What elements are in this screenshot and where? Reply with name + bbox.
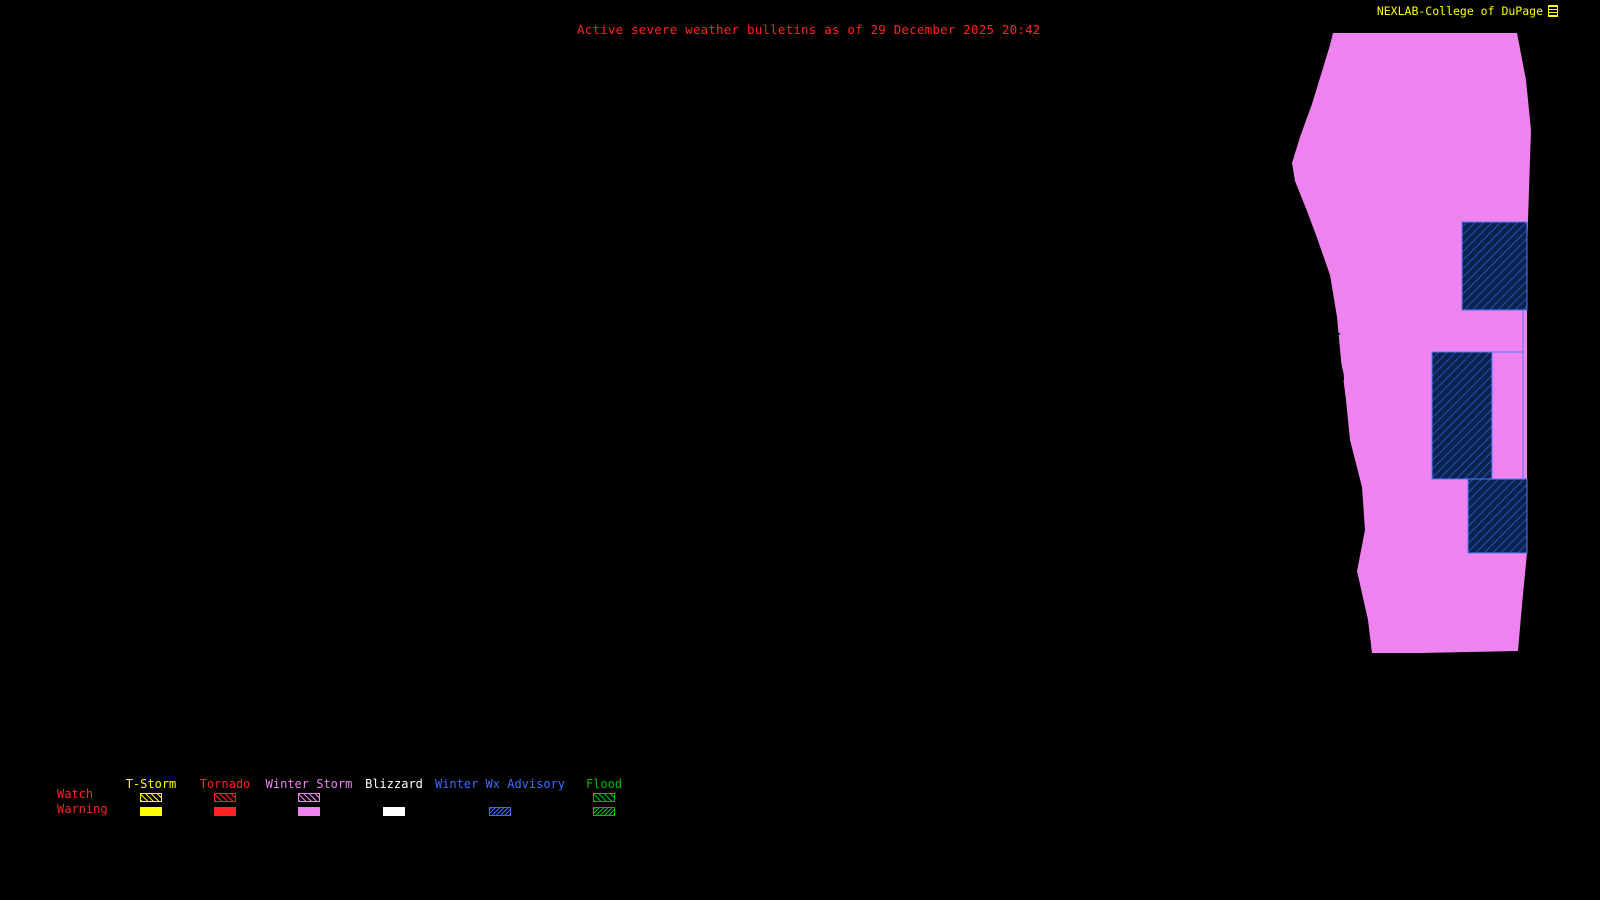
page-title: Active severe weather bulletins as of 29… xyxy=(577,22,1041,37)
legend-header-flood: Flood xyxy=(585,777,623,791)
legend-header-tstorm: T-Storm xyxy=(125,777,177,791)
flood-warning-swatch xyxy=(593,807,615,816)
brand-text: NEXLAB-College of DuPage xyxy=(1376,4,1543,18)
winter-storm-watch-swatch xyxy=(298,793,320,802)
legend-row-label-warning: Warning xyxy=(57,802,108,816)
legend-header-winter-wx-advisory: Winter Wx Advisory xyxy=(434,777,566,791)
tstorm-watch-swatch xyxy=(140,793,162,802)
winter-wx-advisory-warning-swatch xyxy=(489,807,511,816)
inland-lakes xyxy=(1327,331,1344,381)
legend-col-tstorm: T-Storm xyxy=(116,777,186,816)
winter-storm-warning-region xyxy=(1292,33,1531,653)
winter-storm-warning-swatch xyxy=(298,807,320,816)
county-border-lines xyxy=(1492,310,1524,479)
legend-col-tornado: Tornado xyxy=(190,777,260,816)
legend-col-blizzard: Blizzard xyxy=(359,777,429,816)
legend-header-tornado: Tornado xyxy=(199,777,251,791)
legend-col-flood: Flood xyxy=(569,777,639,816)
tornado-watch-swatch xyxy=(214,793,236,802)
legend-col-winter-storm: Winter Storm xyxy=(264,777,354,816)
legend: Watch Warning T-Storm Tornado Winter Sto… xyxy=(0,777,700,819)
legend-col-winter-wx-advisory: Winter Wx Advisory xyxy=(433,777,567,816)
flood-watch-swatch xyxy=(593,793,615,802)
cod-logo-icon xyxy=(1548,5,1558,17)
winter-wx-advisory-region xyxy=(1431,221,1528,554)
blizzard-warning-swatch xyxy=(383,807,405,816)
legend-header-blizzard: Blizzard xyxy=(365,777,423,791)
legend-row-label-watch: Watch xyxy=(57,787,94,801)
brand: NEXLAB-College of DuPage xyxy=(1377,4,1558,18)
legend-header-winter-storm: Winter Storm xyxy=(265,777,353,791)
tstorm-warning-swatch xyxy=(140,807,162,816)
tornado-warning-swatch xyxy=(214,807,236,816)
